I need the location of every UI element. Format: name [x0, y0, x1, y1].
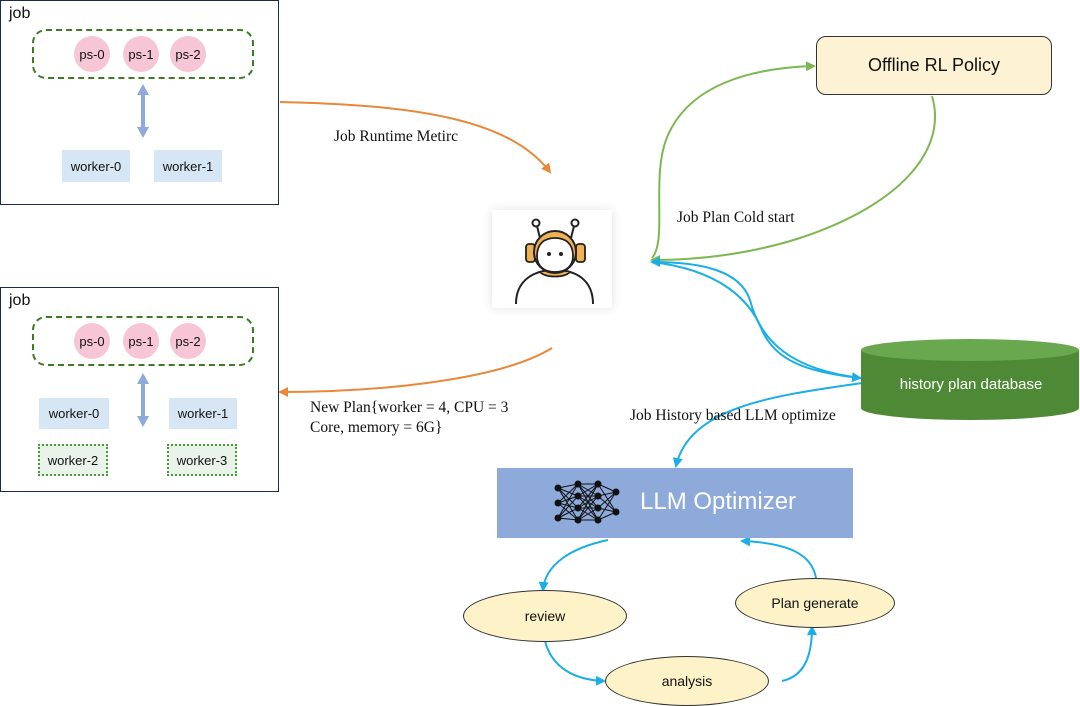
new-plan-label-line1: New Plan{worker = 4, CPU = 3: [310, 399, 509, 416]
robot-agent-icon: [515, 218, 594, 305]
ps-node: ps-0: [74, 36, 110, 72]
llm-to-review-arrow: [538, 539, 609, 592]
db-to-llm-arrow: [672, 382, 863, 468]
plan-generate-step: Plan generate: [735, 578, 895, 628]
review-to-analysis-arrow: [544, 640, 606, 686]
analysis-to-plan-arrow: [781, 625, 817, 682]
new-plan-arrow: [278, 347, 553, 397]
job-label: job: [9, 292, 31, 309]
history-db-label: history plan database: [899, 376, 1043, 393]
job-box-current: job ps-0 ps-1 ps-2 worker-0 worker-1: [0, 0, 279, 205]
ps-node: ps-1: [123, 323, 159, 359]
ps-node: ps-1: [123, 36, 159, 72]
worker-node: worker-1: [154, 150, 222, 182]
plan-generate-label: Plan generate: [771, 595, 859, 611]
llm-optimizer-label: LLM Optimizer: [640, 488, 797, 515]
worker-node: worker-0: [62, 150, 130, 182]
history-llm-label: Job History based LLM optimize: [630, 407, 836, 424]
ps-node: ps-2: [170, 36, 206, 72]
ps-node: ps-2: [170, 323, 206, 359]
neural-network-icon: [554, 480, 620, 524]
job-label: job: [9, 5, 31, 22]
review-step: review: [463, 590, 627, 642]
new-worker-node: worker-3: [167, 444, 237, 476]
worker-node: worker-0: [39, 398, 109, 429]
ps-group: [32, 316, 254, 366]
offline-rl-policy-label: Offline RL Policy: [867, 55, 1001, 75]
runtime-metric-label: Job Runtime Metirc: [334, 128, 458, 145]
db-to-agent-arrow: [650, 257, 863, 379]
database-cylinder: [861, 339, 1079, 420]
to-offline-policy-arrow: [651, 61, 816, 259]
review-label: review: [524, 608, 566, 624]
job-box-new-plan: job ps-0 ps-1 ps-2 worker-0 worker-1 wor…: [0, 287, 279, 492]
analysis-step: analysis: [605, 656, 769, 706]
new-worker-node: worker-2: [38, 444, 108, 476]
double-arrow-icon: [137, 373, 149, 427]
plan-to-llm-arrow: [740, 536, 817, 579]
ps-node: ps-0: [74, 323, 110, 359]
agent-to-db-arrow: [651, 261, 862, 383]
worker-node: worker-1: [169, 398, 237, 429]
offline-rl-policy-box: Offline RL Policy: [816, 36, 1052, 95]
new-plan-label-line2: Core, memory = 6G}: [310, 419, 443, 436]
cold-start-label: Job Plan Cold start: [677, 209, 795, 226]
cold-start-arrow: [650, 95, 937, 265]
runtime-metric-arrow: [279, 101, 552, 174]
analysis-label: analysis: [661, 673, 713, 689]
double-arrow-icon: [137, 84, 149, 138]
ps-group: [32, 29, 254, 79]
agent-card: [492, 210, 612, 308]
